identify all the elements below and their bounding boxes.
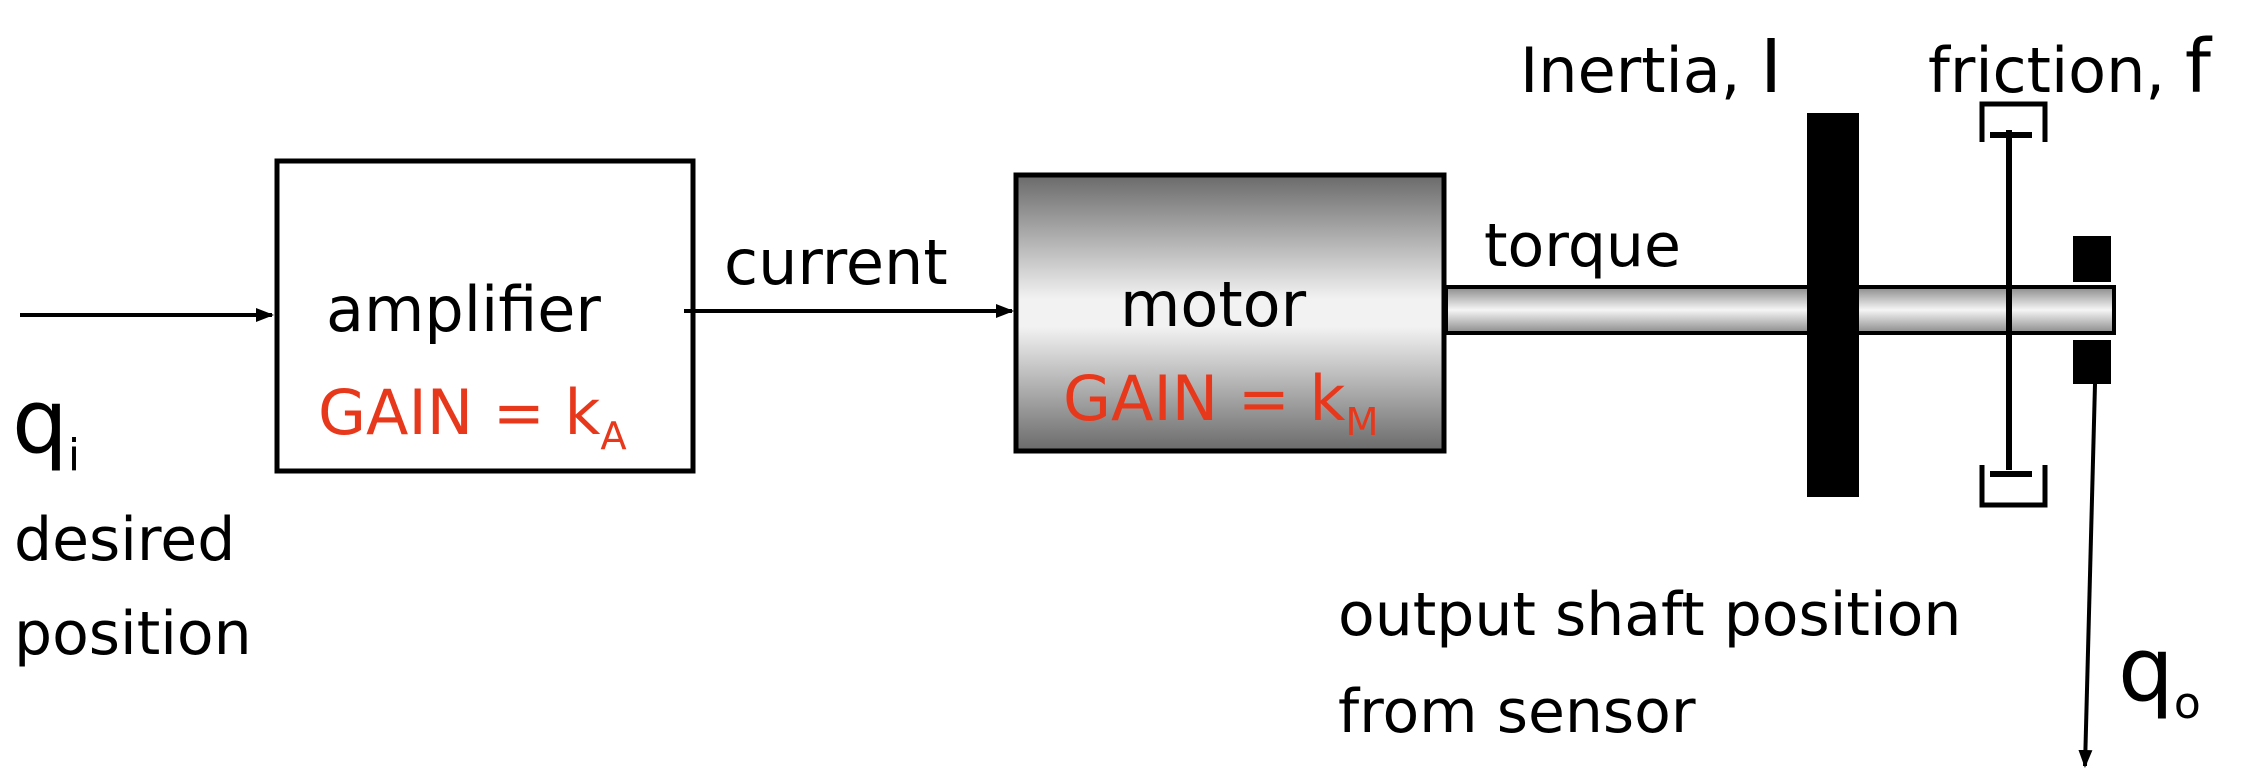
- input-symbol-subscript: i: [67, 430, 81, 482]
- sensor-caption-line1: output shaft position: [1338, 580, 1962, 650]
- output-symbol: qo: [2118, 626, 2201, 726]
- input-caption-line2: position: [14, 599, 252, 669]
- motor-gain-prefix: GAIN = k: [1063, 362, 1346, 435]
- inertia-label-text: Inertia,: [1520, 34, 1741, 107]
- inertia-disk: [1807, 113, 1859, 497]
- motor-block: [1013, 172, 1447, 454]
- friction-symbol: f: [2184, 24, 2211, 110]
- inertia-symbol: I: [1760, 24, 1782, 110]
- friction-label: friction, f: [1928, 30, 2211, 104]
- inertia-label: Inertia, I: [1520, 30, 1782, 104]
- amplifier-gain-prefix: GAIN = k: [318, 376, 601, 449]
- output-symbol-subscript: o: [2173, 678, 2201, 730]
- output-arrow: [2078, 383, 2097, 768]
- input-symbol: qi: [12, 378, 80, 478]
- output-shaft: [1444, 285, 2116, 335]
- input-caption-line1: desired: [14, 505, 236, 575]
- input-symbol-q: q: [12, 370, 68, 473]
- current-label: current: [724, 226, 948, 299]
- output-symbol-q: q: [2118, 618, 2174, 721]
- torque-label: torque: [1484, 211, 1681, 281]
- friction-label-text: friction,: [1928, 34, 2166, 107]
- motor-gain-subscript: M: [1345, 399, 1379, 445]
- sensor-caption-line2: from sensor: [1338, 677, 1696, 747]
- motor-gain: GAIN = kM: [1063, 368, 1379, 442]
- motor-label: motor: [1120, 268, 1307, 341]
- amplifier-block: [274, 158, 696, 474]
- amplifier-gain-subscript: A: [600, 413, 627, 459]
- amplifier-label: amplifier: [326, 273, 601, 346]
- amplifier-gain: GAIN = kA: [318, 382, 627, 456]
- friction-damper-icon: [1979, 101, 2048, 508]
- sensor-block-bottom: [2073, 340, 2111, 384]
- sensor-block-top: [2073, 236, 2111, 282]
